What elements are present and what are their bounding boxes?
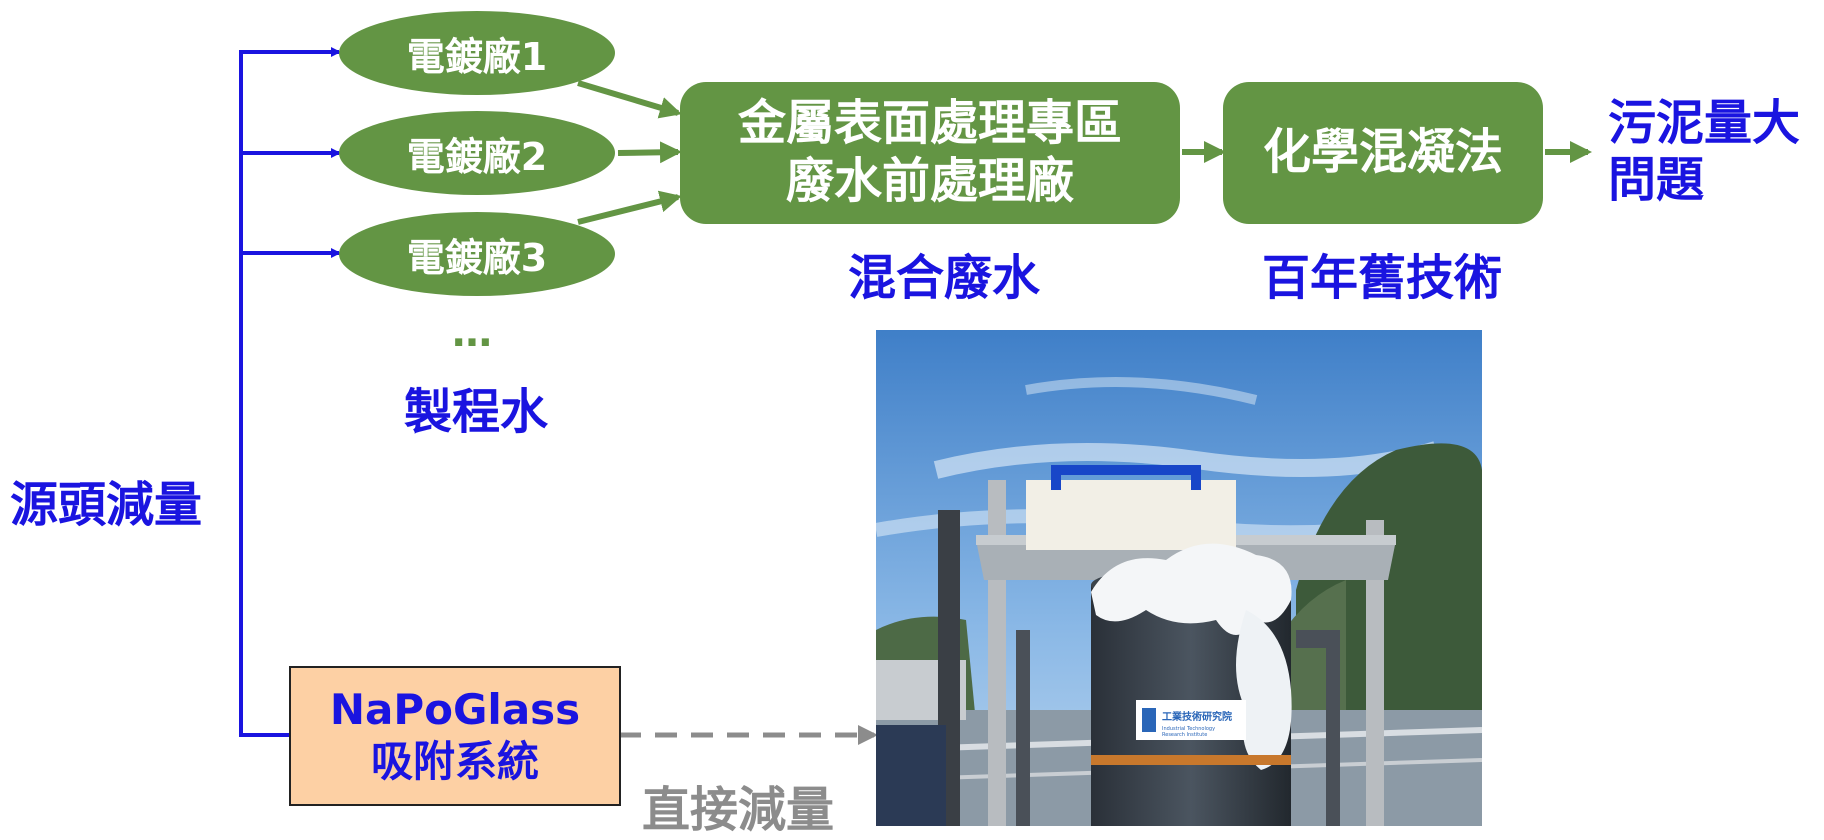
photo-sign-sub2: Research Institute [1162,732,1207,738]
arrow-plant2-to-pretreatment [617,141,682,164]
plant-2-node: 電鍍廠2 [339,111,615,195]
process-water-label: 製程水 [404,384,549,440]
pretreatment-line-2: 廢水前處理廠 [785,153,1074,209]
napoglass-box: NaPoGlass 吸附系統 [289,666,621,806]
direct-reduction-label: 直接減量 [642,782,835,838]
ellipsis-dots: … [452,310,494,356]
pretreatment-line-1: 金屬表面處理專區 [737,95,1122,152]
plant-3-node: 電鍍廠3 [339,212,615,296]
source-reduction-label: 源頭減量 [10,477,203,533]
sludge-line-1: 污泥量大 [1608,95,1801,151]
napoglass-line-1: NaPoGlass [329,684,581,734]
old-tech-label: 百年舊技術 [1262,250,1503,306]
equipment-photo-illustration: 工業技術研究院 Industrial Technology Research I… [876,330,1482,826]
arrow-plant3-to-pretreatment [577,190,682,225]
coagulation-box: 化學混凝法 [1223,82,1543,224]
pretreatment-box: 金屬表面處理專區 廢水前處理廠 [680,82,1180,224]
mixed-wastewater-label: 混合廢水 [848,250,1041,306]
napoglass-line-2: 吸附系統 [370,737,539,786]
photo-sign-sub1: Industrial Technology [1162,726,1215,732]
photo-sign-text: 工業技術研究院 [1162,710,1232,723]
sludge-line-2: 問題 [1608,151,1705,208]
arrow-plant1-to-pretreatment [577,80,682,119]
plant-2-label: 電鍍廠2 [406,134,548,179]
equipment-photo: 工業技術研究院 Industrial Technology Research I… [876,330,1482,826]
sludge-problem-label: 污泥量大 問題 [1608,95,1800,208]
coagulation-label: 化學混凝法 [1262,124,1503,181]
plant-3-label: 電鍍廠3 [406,235,548,280]
plant-1-label: 電鍍廠1 [406,34,548,79]
plant-1-node: 電鍍廠1 [339,11,615,95]
